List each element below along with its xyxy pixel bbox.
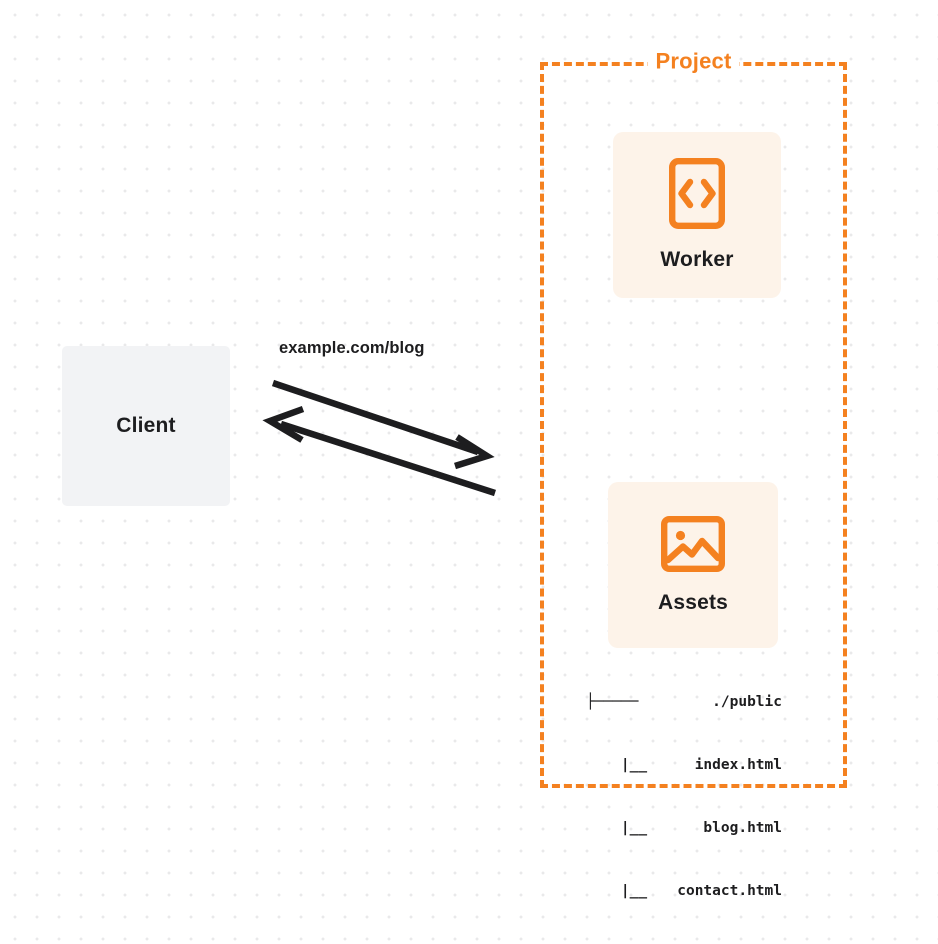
tree-entry-name: blog.html — [703, 820, 782, 836]
file-tree-row: ├───── ./public — [586, 692, 782, 713]
file-tree-row: |__ index.html — [586, 755, 782, 776]
file-tree-row: |__ blog.html — [586, 818, 782, 839]
tree-glyph: |__ — [586, 883, 648, 899]
response-arrow — [262, 405, 496, 497]
tree-entry-name: contact.html — [677, 883, 782, 899]
tree-glyph: |__ — [586, 757, 648, 773]
diagram-canvas: Client example.com/blog Project Worker — [62, 48, 847, 899]
asset-file-tree: ├───── ./public |__ index.html |__ blog.… — [586, 650, 782, 944]
tree-glyph: ├───── — [586, 694, 639, 710]
tree-entry-name: index.html — [694, 757, 782, 773]
project-container: Project — [540, 48, 847, 788]
file-tree-row: |__ contact.html — [586, 881, 782, 902]
tree-glyph: |__ — [586, 820, 648, 836]
connection-label: example.com/blog — [279, 339, 425, 357]
worker-card-label: Worker — [660, 248, 734, 271]
request-arrow — [271, 379, 495, 470]
assets-card-label: Assets — [657, 590, 729, 614]
assets-card[interactable]: Assets — [608, 482, 778, 648]
tree-entry-name: ./public — [712, 694, 782, 710]
project-title: Project — [647, 48, 740, 75]
worker-card[interactable]: Worker — [613, 132, 781, 298]
image-icon — [661, 515, 725, 577]
code-file-icon — [669, 158, 725, 234]
client-node[interactable]: Client — [62, 346, 230, 506]
client-label: Client — [116, 414, 176, 437]
